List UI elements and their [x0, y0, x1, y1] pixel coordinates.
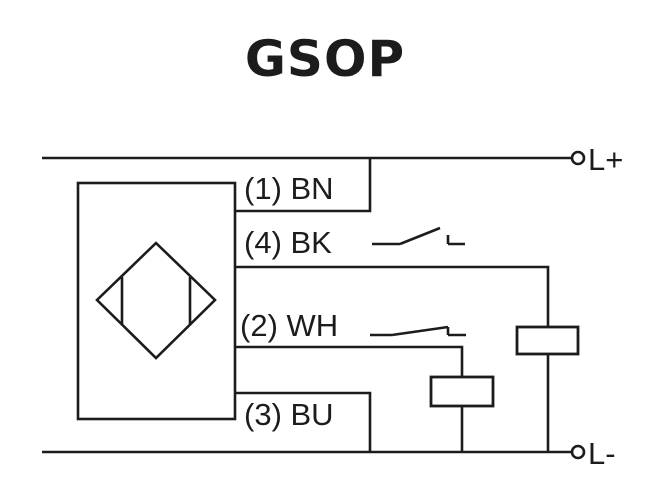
- nc-switch-icon: [370, 325, 466, 337]
- bk-load: [515, 325, 580, 356]
- sensor-symbol-icon: [95, 241, 217, 360]
- wh-wire: [235, 345, 464, 377]
- wh-label: (2) WH: [240, 308, 338, 343]
- bn-label: (1) BN: [244, 171, 334, 206]
- negative-terminal-circle: [570, 444, 586, 460]
- negative-terminal-label: L-: [588, 436, 616, 471]
- bu-wire: [235, 391, 372, 452]
- sensor-body: [76, 181, 237, 421]
- diagram-title: GSOP: [244, 30, 406, 88]
- no-switch-icon: [372, 226, 465, 246]
- bk-label: (4) BK: [244, 225, 332, 260]
- bk-wire: [235, 265, 550, 327]
- bn-wire: [235, 158, 372, 213]
- positive-terminal-circle: [570, 150, 586, 166]
- wh-load: [429, 375, 495, 408]
- positive-terminal-label: L+: [588, 142, 623, 177]
- bu-label: (3) BU: [244, 397, 334, 432]
